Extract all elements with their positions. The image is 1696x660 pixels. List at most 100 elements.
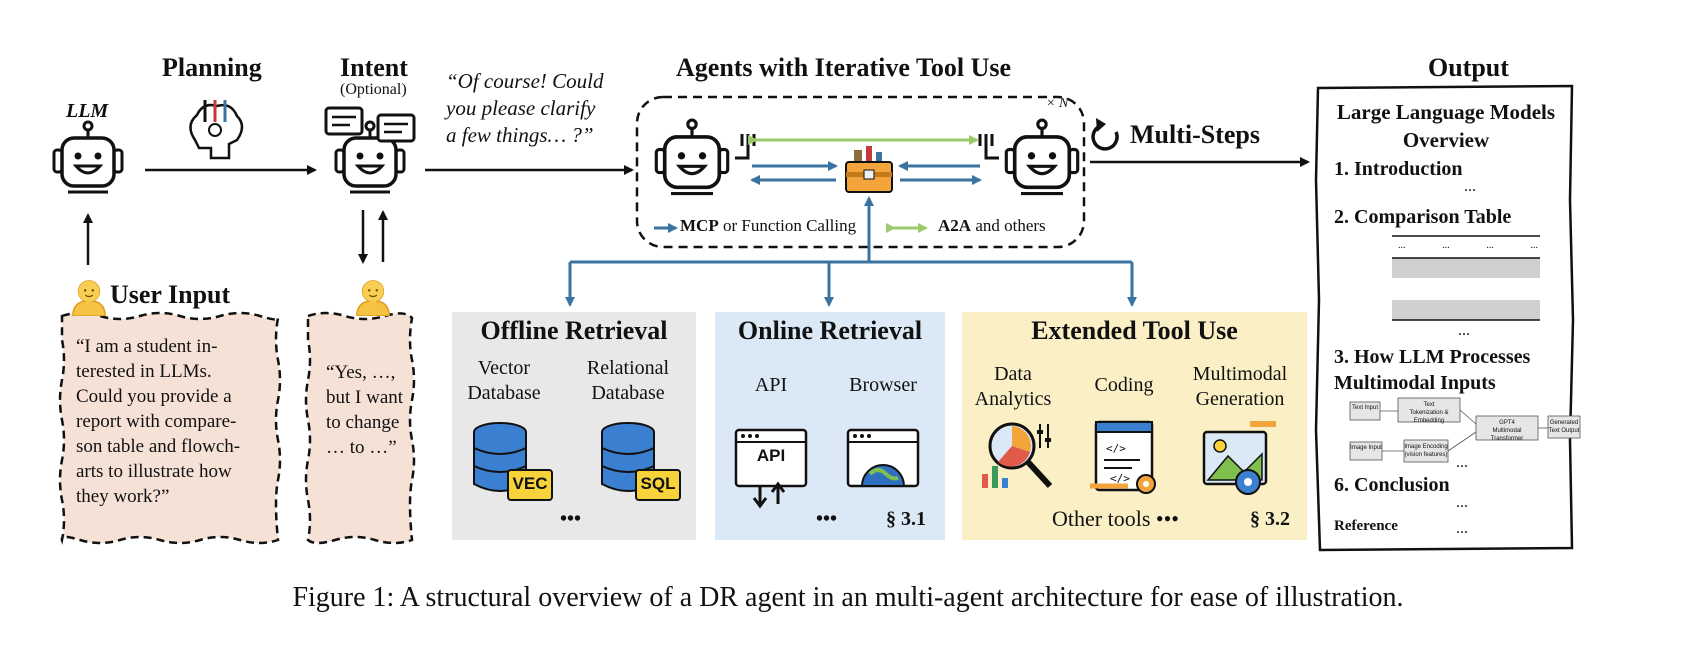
user-avatar-icon bbox=[72, 280, 106, 316]
online-more: ••• bbox=[816, 508, 838, 530]
multimodal-line: Multimodal bbox=[1192, 363, 1288, 385]
clarify-line: a few things… ?” bbox=[446, 123, 594, 147]
doc-ellipsis: ... bbox=[1458, 322, 1470, 339]
sql-tag: SQL bbox=[640, 474, 676, 493]
mcp-legend: MCP or Function Calling bbox=[680, 216, 856, 236]
flow-line: Image Encoding bbox=[1404, 444, 1448, 450]
flow-line: Tokenization & Embedding bbox=[1409, 410, 1449, 424]
doc-section-introduction: 1. Introduction bbox=[1334, 158, 1463, 180]
doc-section-conclusion: 6. Conclusion bbox=[1334, 474, 1450, 496]
image-generation-icon bbox=[1202, 421, 1276, 495]
a2a-label: A2A bbox=[938, 216, 972, 235]
table-dot: ... bbox=[1442, 240, 1450, 251]
multimodal-label: Multimodal Generation bbox=[1180, 362, 1300, 412]
llm-robot-icon bbox=[52, 120, 124, 194]
relational-db-label: Relational Database bbox=[572, 356, 684, 406]
flow-image-enc: Image Encoding (vision features) bbox=[1404, 443, 1448, 459]
vector-database-icon bbox=[473, 422, 553, 501]
flowchart-thumbnail bbox=[1349, 397, 1581, 463]
svg-text:</>: </> bbox=[1110, 472, 1130, 485]
flow-text-input: Text Input bbox=[1351, 405, 1378, 411]
user-input-line: Could you provide a bbox=[76, 386, 232, 407]
intent-header: Intent bbox=[340, 53, 408, 82]
offline-more: ••• bbox=[560, 508, 582, 530]
flow-line: Multimodal Transformer bbox=[1490, 428, 1524, 442]
doc-ellipsis: ... bbox=[1456, 520, 1468, 537]
followup-line: … to …” bbox=[326, 437, 397, 458]
user-input-bubble bbox=[58, 311, 282, 545]
clarify-line: “Of course! Could bbox=[446, 69, 604, 93]
browser-label: Browser bbox=[849, 374, 917, 396]
flow-line: (vision features) bbox=[1404, 452, 1448, 458]
doc-s3-line: Multimodal Inputs bbox=[1334, 372, 1496, 394]
table-dot: ... bbox=[1530, 240, 1538, 251]
multimodal-line: Generation bbox=[1195, 388, 1285, 410]
flow-line: Generated bbox=[1549, 420, 1579, 426]
doc-section-comparison: 2. Comparison Table bbox=[1334, 206, 1512, 228]
a2a-rest: and others bbox=[971, 216, 1046, 235]
section-3-1: § 3.1 bbox=[886, 508, 926, 530]
followup-avatar-icon bbox=[356, 280, 390, 316]
api-tag: API bbox=[756, 446, 786, 465]
svg-text:</>: </> bbox=[1106, 442, 1126, 455]
clarify-line: you please clarify bbox=[446, 96, 596, 120]
relational-line: Relational bbox=[586, 357, 670, 379]
vector-db-label: Vector Database bbox=[456, 356, 552, 406]
planning-brain-icon bbox=[189, 100, 244, 160]
followup-line: but I want bbox=[326, 387, 404, 408]
toolbox-icon bbox=[845, 146, 893, 193]
doc-title-line: Large Language Models bbox=[1336, 100, 1556, 124]
flow-image-input: Image Input bbox=[1350, 445, 1382, 451]
vector-line: Database bbox=[467, 382, 541, 404]
user-input-label: User Input bbox=[110, 280, 231, 309]
vector-line: Vector bbox=[477, 357, 531, 379]
data-line: Analytics bbox=[974, 388, 1052, 410]
browser-globe-icon bbox=[846, 428, 920, 488]
flow-line: Text bbox=[1423, 402, 1435, 408]
other-tools-label: Other tools ••• bbox=[1052, 506, 1179, 531]
intent-robot-icon bbox=[324, 106, 416, 194]
relational-line: Database bbox=[591, 382, 665, 404]
vec-tag: VEC bbox=[512, 474, 548, 493]
llm-label: LLM bbox=[66, 100, 109, 122]
intent-optional: (Optional) bbox=[340, 81, 407, 98]
user-input-line: report with compare- bbox=[76, 411, 237, 432]
flow-tokenize: Text Tokenization & Embedding bbox=[1398, 401, 1460, 425]
flow-line: Text Output bbox=[1548, 428, 1580, 434]
planning-header: Planning bbox=[162, 53, 262, 82]
user-input-line: “I am a student in- bbox=[76, 336, 218, 357]
agent-robot-right-icon bbox=[978, 118, 1080, 196]
table-dot: ... bbox=[1486, 240, 1494, 251]
user-input-line: terested in LLMs. bbox=[76, 361, 212, 382]
data-analytics-label: Data Analytics bbox=[968, 362, 1058, 412]
user-input-line: son table and flowch- bbox=[76, 436, 241, 457]
online-title: Online Retrieval bbox=[737, 316, 923, 345]
mcp-rest: or Function Calling bbox=[718, 216, 857, 235]
a2a-legend: A2A and others bbox=[938, 216, 1046, 236]
data-line: Data bbox=[994, 363, 1032, 385]
followup-line: “Yes, …, bbox=[326, 362, 396, 383]
output-doc-title: Large Language Models Overview bbox=[1320, 98, 1572, 154]
section-3-2: § 3.2 bbox=[1250, 508, 1290, 530]
table-dot: ... bbox=[1398, 240, 1406, 251]
doc-ellipsis: ... bbox=[1456, 454, 1468, 471]
flow-gpt4: GPT4 Multimodal Transformer bbox=[1476, 419, 1538, 443]
user-input-text: “I am a student in- terested in LLMs. Co… bbox=[76, 334, 272, 509]
output-header: Output bbox=[1428, 53, 1509, 82]
refresh-loop-icon bbox=[1091, 124, 1119, 151]
doc-section-multimodal: 3. How LLM Processes Multimodal Inputs bbox=[1334, 344, 1530, 396]
offline-title: Offline Retrieval bbox=[480, 316, 668, 345]
relational-database-icon bbox=[601, 422, 681, 501]
doc-ellipsis: ... bbox=[1464, 178, 1476, 195]
coding-label: Coding bbox=[1094, 374, 1154, 396]
comparison-table-thumbnail bbox=[1392, 235, 1540, 321]
doc-ellipsis: ... bbox=[1456, 494, 1468, 511]
followup-text: “Yes, …, but I want to change … to …” bbox=[326, 360, 403, 460]
figure-caption: Figure 1: A structural overview of a DR … bbox=[292, 582, 1404, 613]
agents-box bbox=[635, 95, 1086, 249]
coding-document-icon: </> </> bbox=[1090, 420, 1156, 494]
flow-line: GPT4 bbox=[1499, 420, 1515, 426]
api-label: API bbox=[754, 374, 788, 396]
extended-title: Extended Tool Use bbox=[1031, 316, 1238, 345]
